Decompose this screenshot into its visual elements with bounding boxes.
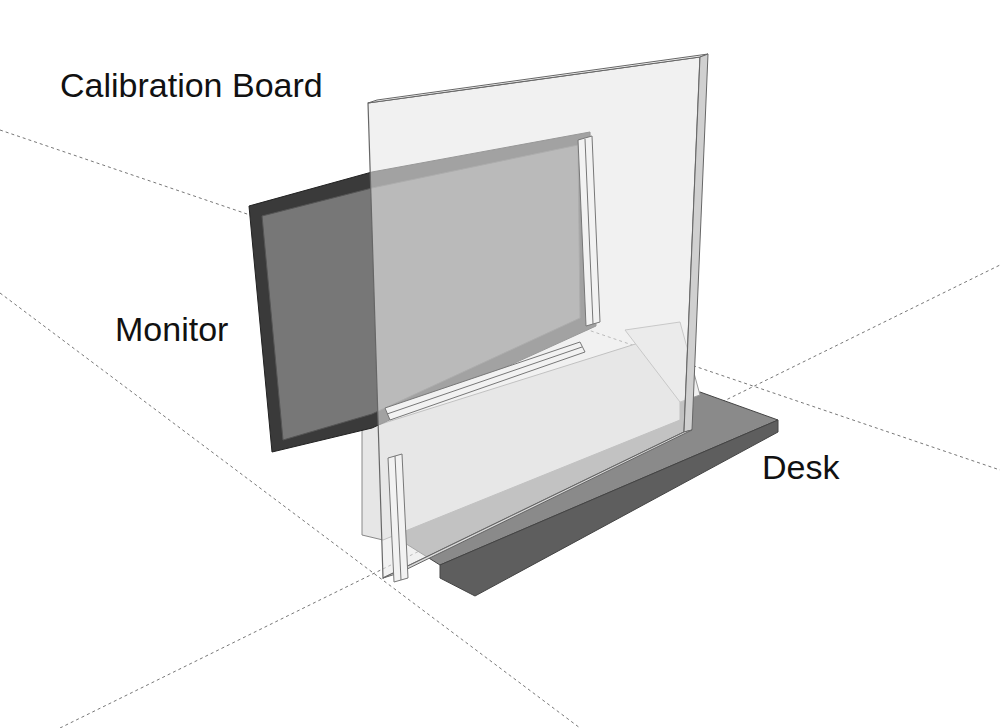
board-clips [385,136,600,582]
part-label: Calibration Board [60,68,323,102]
calibration-board [368,54,708,578]
part-label: Desk [762,450,839,484]
part-label: Monitor [115,312,228,346]
